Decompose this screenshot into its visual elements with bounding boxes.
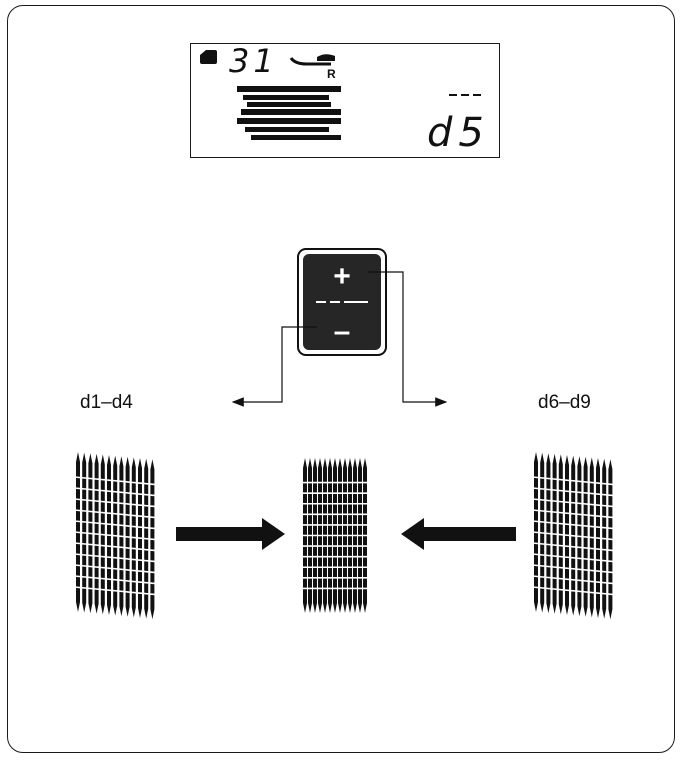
button-center-dashes xyxy=(316,301,368,303)
leader-lines xyxy=(231,271,448,407)
stitch-sample-low-density xyxy=(73,452,159,620)
stitch-sample-normal-density xyxy=(301,458,370,613)
stitch-sample-high-density xyxy=(531,452,617,620)
memory-number: 1 xyxy=(206,52,213,65)
stitch-density-bars xyxy=(237,86,341,140)
lcd-display: 1 31 R d5 xyxy=(190,42,500,158)
lcd-graphics: 1 31 R d5 xyxy=(200,42,490,156)
figure-frame xyxy=(7,5,675,753)
pattern-number: 31 xyxy=(229,44,278,80)
presser-foot-icon xyxy=(289,54,335,66)
density-adjust-button[interactable] xyxy=(297,248,387,356)
density-dashes xyxy=(449,94,481,96)
plus-button[interactable]: + xyxy=(333,260,351,293)
foot-letter: R xyxy=(327,67,336,81)
minus-button[interactable]: – xyxy=(334,315,351,348)
memory-icon xyxy=(200,50,217,64)
left-pointing-arrow xyxy=(401,518,516,550)
label-lower-density: d1–d4 xyxy=(80,392,133,413)
right-pointing-arrow xyxy=(176,518,285,550)
density-value: d5 xyxy=(427,110,490,156)
label-higher-density: d6–d9 xyxy=(538,392,591,413)
